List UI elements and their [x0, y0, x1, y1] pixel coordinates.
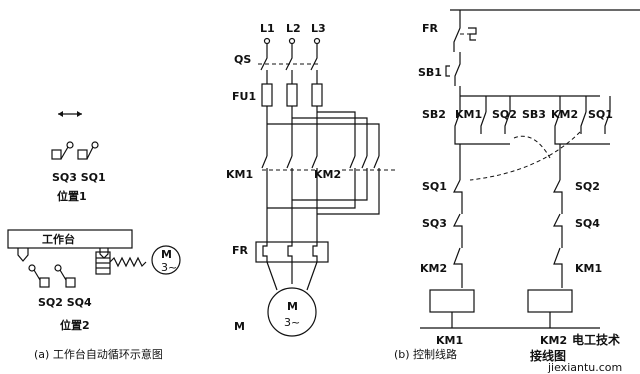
watermark: 电工技术 接线图 jiexiantu.com [530, 332, 622, 374]
sw-top-label: SQ3 SQ1 [52, 171, 106, 184]
svg-text:3~: 3~ [161, 261, 177, 274]
trigger-right [99, 248, 109, 259]
main-circuit: L1 L2 L3 QS FU1 KM1 KM2 FR M 3~ [226, 22, 457, 361]
SQ3-label: SQ3 [422, 217, 447, 230]
L2-label: L2 [286, 22, 301, 35]
caption-b: (b) 控制线路 [394, 347, 457, 361]
trigger-left [17, 248, 29, 262]
double-arrow-icon [58, 111, 82, 117]
KM2-ctrl-label: KM2 [420, 262, 447, 275]
coil2-label: KM2 [540, 334, 567, 347]
KM2-aux-label: KM2 [551, 108, 578, 121]
sw-bottom-label: SQ2 SQ4 [38, 296, 92, 309]
KM1-aux-label: KM1 [455, 108, 482, 121]
FU1-label: FU1 [232, 90, 256, 103]
motor-icon: M 3~ [267, 287, 317, 337]
SQ2-label: SQ2 [575, 180, 600, 193]
SQ1-label: SQ1 [422, 180, 447, 193]
KM1-label: KM1 [226, 168, 253, 181]
L3-label: L3 [311, 22, 326, 35]
worktable [7, 229, 133, 249]
worktable-label: 工作台 [42, 232, 75, 246]
FR-label: FR [232, 244, 249, 257]
KM2-label: KM2 [314, 168, 341, 181]
worktable-cycle-diagram: SQ3 SQ1 位置1 工作台 M 3~ SQ2 S [7, 111, 181, 361]
M-label: M [234, 320, 245, 333]
position2-label: 位置2 [60, 318, 90, 332]
SB3-label: SB3 [522, 108, 546, 121]
SB1-label: SB1 [418, 66, 442, 79]
caption-a: (a) 工作台自动循环示意图 [34, 347, 163, 361]
coil-km2 [527, 289, 573, 313]
svg-text:3~: 3~ [284, 316, 300, 329]
FR-ctrl-label: FR [422, 22, 439, 35]
svg-text:M: M [287, 300, 298, 313]
control-circuit: FR SB1 SB2 KM1 SQ2 SB3 KM2 SQ1 SQ1 SQ2 S… [418, 9, 640, 347]
SQ1-aux-label: SQ1 [588, 108, 613, 121]
lead-screw [95, 251, 147, 275]
L1-label: L1 [260, 22, 275, 35]
coil-km1 [429, 289, 475, 313]
svg-text:接线图: 接线图 [530, 348, 566, 363]
svg-text:jiexiantu.com: jiexiantu.com [547, 361, 622, 374]
svg-text:M: M [161, 248, 172, 261]
motor-icon: M 3~ [151, 245, 181, 275]
SQ2-aux-label: SQ2 [492, 108, 517, 121]
SB2-label: SB2 [422, 108, 446, 121]
svg-text:电工技术: 电工技术 [572, 332, 620, 347]
limit-switch-icon [51, 141, 99, 160]
position1-label: 位置1 [57, 189, 87, 203]
KM1-ctrl-label: KM1 [575, 262, 602, 275]
QS-label: QS [234, 53, 251, 66]
limit-switch-icon [28, 264, 76, 288]
coil1-label: KM1 [436, 334, 463, 347]
SQ4-label: SQ4 [575, 217, 600, 230]
